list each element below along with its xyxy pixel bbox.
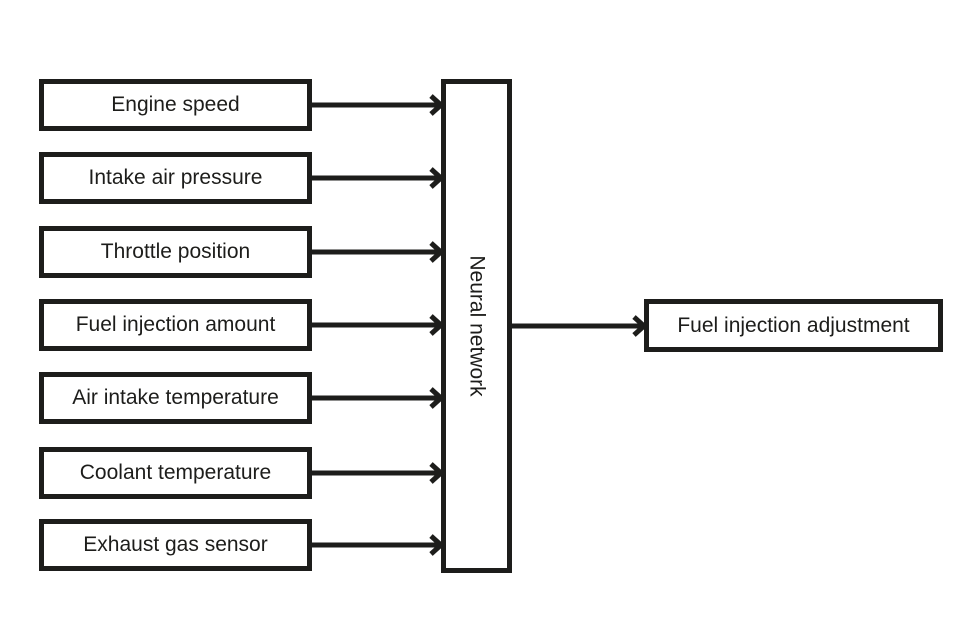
node-label: Fuel injection adjustment [677, 313, 910, 337]
arrow-input-5-to-neural-network [311, 387, 445, 409]
arrow-input-6-to-neural-network [311, 462, 445, 484]
input-node-exhaust-gas-sensor: Exhaust gas sensor [39, 519, 312, 571]
input-node-intake-air-pressure: Intake air pressure [39, 152, 312, 204]
node-label: Air intake temperature [72, 386, 279, 409]
node-label: Coolant temperature [79, 461, 272, 484]
arrow-input-4-to-neural-network [311, 314, 445, 336]
node-label: Exhaust gas sensor [83, 533, 268, 556]
arrow-input-3-to-neural-network [311, 241, 445, 263]
node-label: Throttle position [100, 240, 251, 263]
output-node-fuel-injection-adjustment: Fuel injection adjustment [644, 299, 943, 352]
input-node-coolant-temperature: Coolant temperature [39, 447, 312, 499]
neural-network-node: Neural network [441, 79, 512, 573]
input-node-fuel-injection-amount: Fuel injection amount [39, 299, 312, 351]
input-node-throttle-position: Throttle position [39, 226, 312, 278]
node-label: Fuel injection amount [75, 313, 276, 336]
input-node-air-intake-temperature: Air intake temperature [39, 372, 312, 424]
node-label: Intake air pressure [88, 166, 263, 189]
arrow-input-7-to-neural-network [311, 534, 445, 556]
node-label: Neural network [465, 255, 489, 397]
input-node-engine-speed: Engine speed [39, 79, 312, 131]
arrow-neural-network-to-output [511, 315, 648, 337]
node-label: Engine speed [111, 93, 240, 116]
arrow-input-2-to-neural-network [311, 167, 445, 189]
arrow-input-1-to-neural-network [311, 94, 445, 116]
